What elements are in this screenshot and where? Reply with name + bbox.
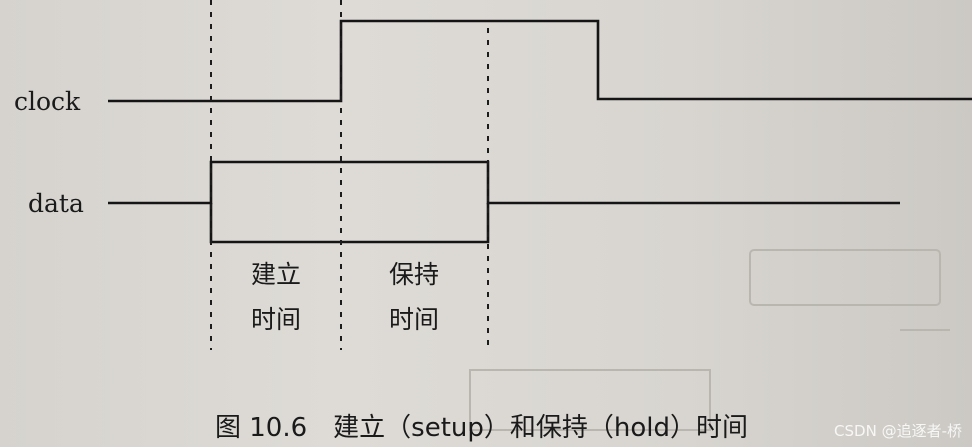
background-show-through (469, 249, 950, 431)
setup-time-label-line2: 时间 (251, 305, 301, 334)
clock-waveform (108, 19, 972, 103)
hold-time-label-line2: 时间 (389, 305, 439, 334)
data-waveform-upper (108, 160, 900, 205)
csdn-watermark: CSDN @追逐者-桥 (834, 422, 962, 440)
data-waveform-lower (209, 203, 490, 244)
ghost-box-bottom (469, 369, 711, 431)
figure-caption: 图 10.6 建立（setup）和保持（hold）时间 (215, 413, 748, 443)
hold-time-label-line1: 保持 (389, 260, 439, 289)
ghost-box-right (749, 249, 941, 306)
setup-time-label-line1: 建立 (251, 260, 301, 289)
data-signal-label: data (28, 189, 84, 218)
clock-signal-label: clock (14, 87, 81, 116)
